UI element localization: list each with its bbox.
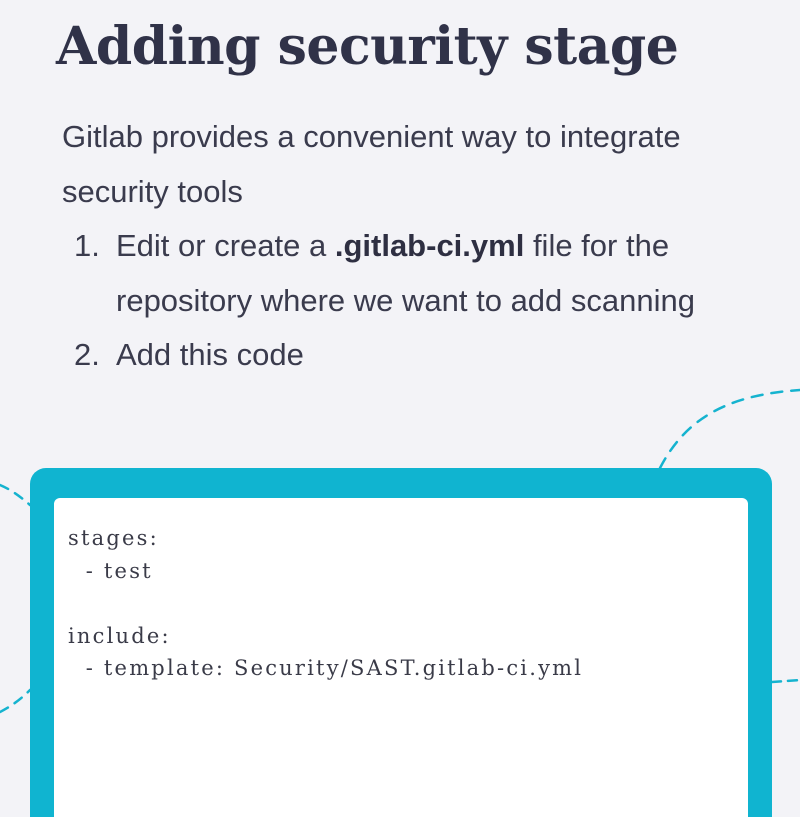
dashed-curve-right-lower [770,678,800,684]
step-text: Add this code [116,337,304,372]
dashed-curve-left-upper [0,483,32,507]
steps-list: 1. Edit or create a .gitlab-ci.yml file … [62,219,702,383]
slide-body: Gitlab provides a convenient way to inte… [62,110,702,383]
intro-text: Gitlab provides a convenient way to inte… [62,119,681,209]
step-number: 1. [74,228,100,263]
step-number: 2. [74,337,100,372]
step-item-1: 1. Edit or create a .gitlab-ci.yml file … [62,219,702,328]
step-text: Edit or create a [116,228,335,263]
step-item-2: 2. Add this code [62,328,702,383]
slide-title: Adding security stage [56,16,679,77]
dashed-curve-top-right [658,388,800,470]
dashed-curve-left-lower [0,688,32,714]
code-snippet: stages: - test include: - template: Secu… [68,526,584,680]
code-panel [54,498,748,817]
step-filename: .gitlab-ci.yml [334,228,525,263]
step-text-continued: file for the repository where we want to… [116,228,695,318]
